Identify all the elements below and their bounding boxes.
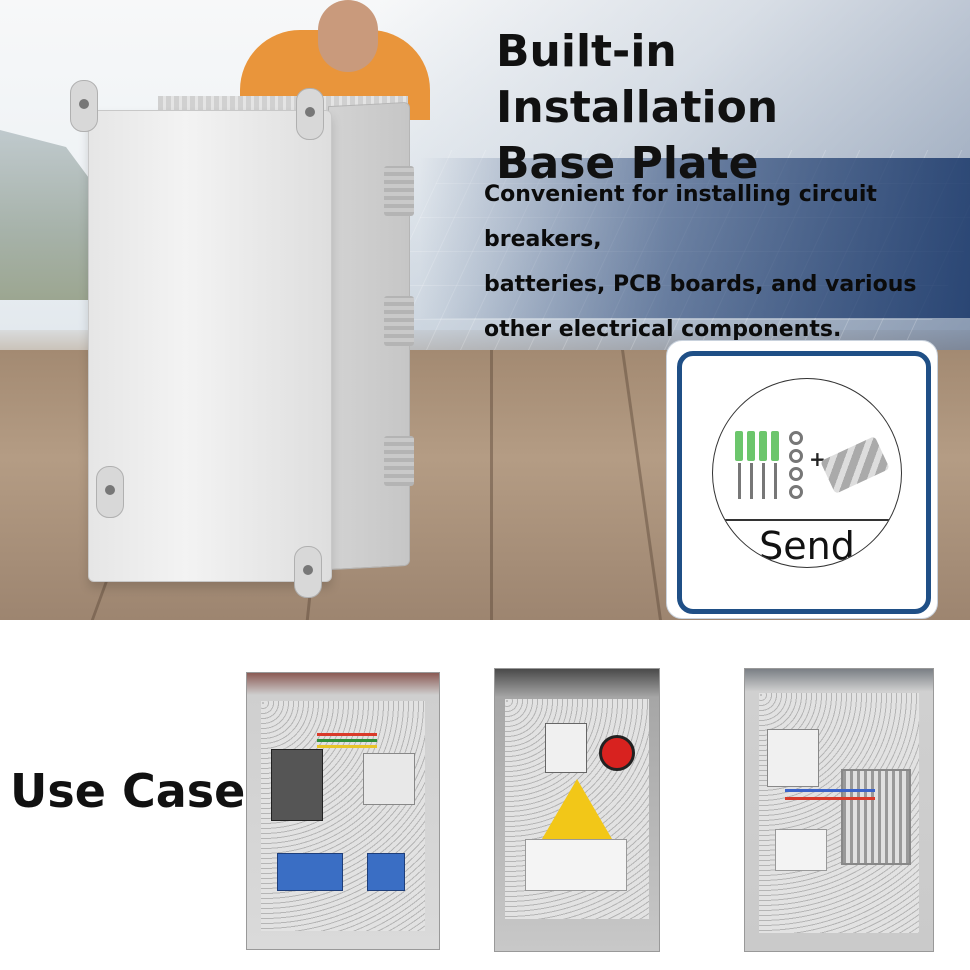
breaker-icon	[277, 853, 343, 891]
wire-blue	[785, 789, 875, 792]
mounting-ear-icon	[96, 466, 124, 518]
warning-sign-box-photo	[494, 668, 660, 952]
worker-face	[318, 0, 378, 72]
wire-red	[317, 733, 377, 736]
description-line-3: other electrical components.	[484, 317, 842, 342]
headline: Built-in Installation Base Plate	[496, 24, 970, 192]
accessory-card-border: + Send	[677, 351, 931, 614]
headline-line-1: Built-in Installation	[496, 26, 779, 133]
hinge-icon	[384, 436, 414, 486]
screw-icon	[774, 463, 777, 499]
description-line-1: Convenient for installing circuit breake…	[484, 182, 877, 252]
wall-anchor-icon	[771, 431, 779, 461]
screw-icon	[762, 463, 765, 499]
power-supply-vent-icon	[841, 769, 911, 865]
main-breaker-icon	[271, 749, 323, 821]
worker-figure	[240, 0, 440, 120]
breaker-icon	[367, 853, 405, 891]
accessory-circle: + Send	[712, 378, 902, 568]
screw-icon	[738, 463, 741, 499]
washer-icon	[789, 467, 803, 481]
hinge-icon	[384, 296, 414, 346]
enclosure-front	[88, 110, 332, 582]
socket-icon	[767, 729, 819, 787]
mounting-ear-icon	[296, 88, 324, 140]
distribution-box-photo	[246, 672, 440, 950]
breaker-icon	[545, 723, 587, 773]
washer-icon	[789, 485, 803, 499]
washer-icon	[789, 431, 803, 445]
mounting-ear-icon	[70, 80, 98, 132]
card-divider	[713, 519, 901, 521]
mounting-ear-icon	[294, 546, 322, 598]
hinge-icon	[384, 166, 414, 216]
power-supply-box-photo	[744, 668, 934, 952]
socket-icon	[525, 839, 627, 891]
description-line-2: batteries, PCB boards, and various	[484, 272, 917, 297]
emergency-button-icon	[599, 735, 635, 771]
energy-meter-icon	[363, 753, 415, 805]
wall-anchor-icon	[747, 431, 755, 461]
wall-anchor-icon	[735, 431, 743, 461]
wall-anchor-icon	[759, 431, 767, 461]
wire-red	[785, 797, 875, 800]
screw-icon	[750, 463, 753, 499]
mounting-bracket-icon	[820, 436, 890, 494]
washer-icon	[789, 449, 803, 463]
headline-line-2: Base Plate	[496, 138, 759, 189]
accessory-card: + Send	[666, 340, 938, 619]
wire-green	[317, 739, 377, 742]
use-case-label: Use Case	[10, 764, 246, 818]
send-label: Send	[759, 524, 855, 568]
enclosure-box-image	[70, 80, 418, 598]
description: Convenient for installing circuit breake…	[484, 172, 964, 352]
description-backdrop	[420, 158, 970, 318]
deck-plank-line	[490, 350, 493, 620]
relay-module-icon	[775, 829, 827, 871]
wire-yellow	[317, 745, 377, 748]
